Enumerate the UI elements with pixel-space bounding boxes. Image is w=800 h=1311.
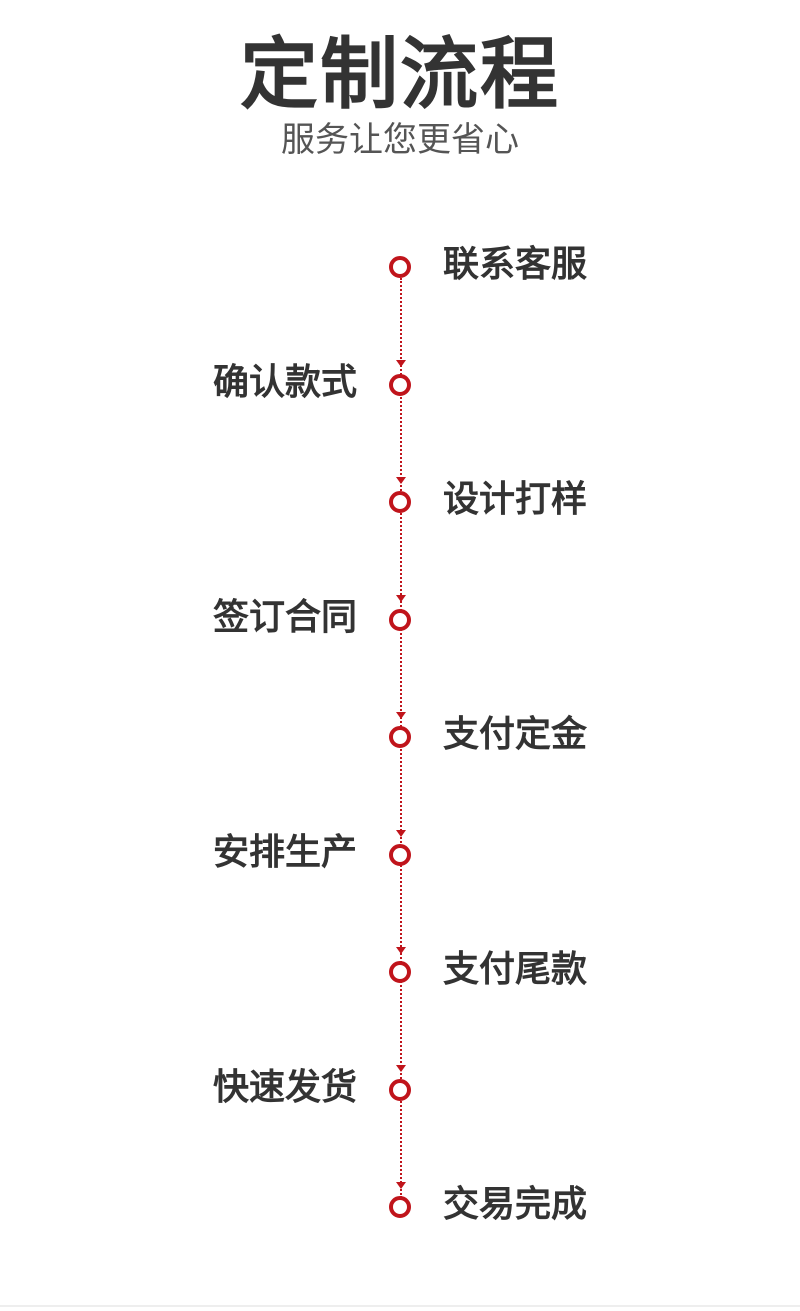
- step-label: 交易完成: [443, 1184, 588, 1225]
- step-node-icon: [389, 1079, 411, 1101]
- step-node-icon: [389, 609, 411, 631]
- arrow-down-icon: [396, 360, 406, 367]
- step-node-icon: [389, 491, 411, 513]
- step-label: 签订合同: [212, 597, 357, 638]
- page-title: 定制流程: [239, 30, 560, 120]
- step-label: 确认款式: [212, 362, 357, 403]
- step-node-icon: [389, 1196, 411, 1218]
- step-label: 联系客服: [443, 244, 588, 285]
- step-node-icon: [389, 256, 411, 278]
- step-label: 支付尾款: [443, 949, 588, 990]
- arrow-down-icon: [396, 477, 406, 484]
- arrow-down-icon: [396, 712, 406, 719]
- arrow-down-icon: [396, 830, 406, 837]
- step-label: 快速发货: [212, 1067, 357, 1108]
- step-node-icon: [389, 726, 411, 748]
- step-label: 支付定金: [443, 714, 588, 755]
- arrow-down-icon: [396, 595, 406, 602]
- arrow-down-icon: [396, 1182, 406, 1189]
- step-node-icon: [389, 374, 411, 396]
- step-node-icon: [389, 961, 411, 983]
- step-label: 设计打样: [443, 479, 588, 520]
- bottom-divider: [0, 1305, 800, 1307]
- step-label: 安排生产: [212, 832, 357, 873]
- arrow-down-icon: [396, 947, 406, 954]
- arrow-down-icon: [396, 1065, 406, 1072]
- page-subtitle: 服务让您更省心: [281, 120, 519, 160]
- step-node-icon: [389, 844, 411, 866]
